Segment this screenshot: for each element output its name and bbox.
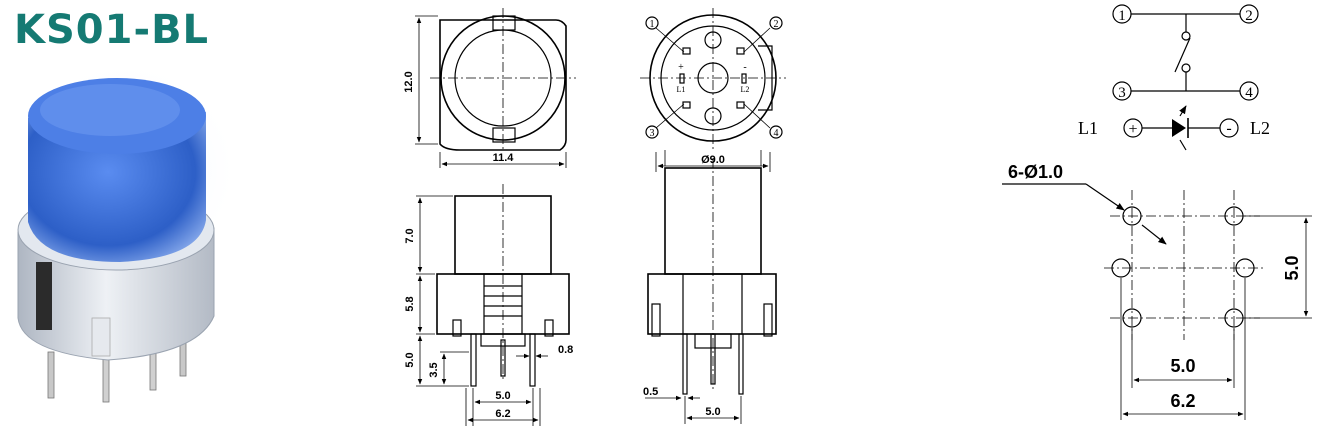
- hole-spec: 6-Ø1.0: [1008, 162, 1063, 182]
- bv-pin-2: 2: [774, 19, 779, 30]
- footprint: 6-Ø1.0 5.0 5.0 6.2: [1002, 162, 1312, 420]
- fp-inner: 5.0: [1170, 356, 1195, 376]
- dim-pitch: 5.0: [705, 406, 720, 418]
- dim-side-pin-w: 0.5: [643, 386, 658, 398]
- product-photo: [10, 60, 240, 403]
- sch-pin-4: 4: [1245, 85, 1253, 101]
- bv-pin-1: 1: [650, 19, 655, 30]
- bottom-view: 1 2 3 4 + - L1 L2 Ø9.0: [640, 8, 786, 172]
- led-left-label: L1: [1078, 118, 1098, 138]
- bv-mark-minus: -: [743, 62, 746, 73]
- dim-cap-h: 7.0: [404, 228, 416, 243]
- bv-mark-l2: L2: [741, 85, 750, 94]
- dim-inner: 5.0: [495, 390, 510, 402]
- bv-pin-4: 4: [774, 128, 779, 139]
- front-view: 7.0 5.8 5.0 3.5 0.8 5.0 6.2: [404, 184, 573, 426]
- dim-pin-len: 5.0: [404, 352, 416, 367]
- led-plus: +: [1128, 121, 1137, 138]
- bv-mark-l1: L1: [677, 85, 686, 94]
- side-view: 0.5 5.0: [643, 150, 777, 424]
- fp-outer: 6.2: [1170, 391, 1195, 411]
- dim-pin-sub: 3.5: [428, 362, 440, 377]
- sch-pin-1: 1: [1118, 8, 1126, 24]
- bv-pin-3: 3: [650, 128, 655, 139]
- dim-outer: 6.2: [495, 408, 510, 420]
- schematic: 1 2 3 4 L1 + - L2: [1078, 4, 1270, 151]
- dim-height: 12.0: [403, 71, 415, 92]
- sch-pin-3: 3: [1118, 85, 1126, 101]
- dim-width: 11.4: [493, 152, 515, 164]
- dim-body-h: 5.8: [404, 296, 416, 311]
- dim-pin-w: 0.8: [558, 344, 573, 356]
- fp-vertical: 5.0: [1282, 255, 1302, 280]
- top-view: 12.0 11.4: [403, 8, 576, 168]
- bv-mark-plus: +: [678, 62, 684, 73]
- led-right-label: L2: [1250, 118, 1270, 138]
- led-minus: -: [1226, 120, 1231, 137]
- product-title: KS01-BL: [14, 7, 210, 53]
- sch-pin-2: 2: [1245, 8, 1253, 24]
